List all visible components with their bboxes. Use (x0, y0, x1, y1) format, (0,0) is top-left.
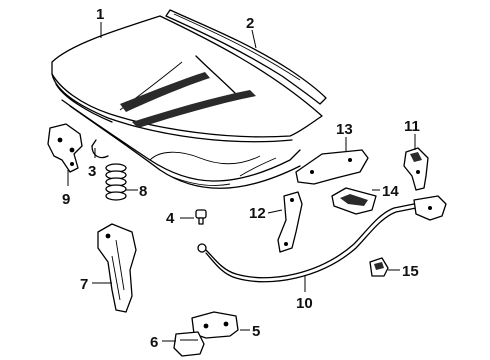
callout-10: 10 (296, 295, 313, 312)
bumper-spring-icon (105, 163, 127, 201)
callout-11: 11 (404, 118, 420, 135)
callout-6: 6 (150, 334, 158, 351)
callout-15: 15 (402, 263, 419, 280)
latch-striker-icon (173, 331, 205, 357)
callout-14: 14 (382, 183, 399, 200)
callout-7: 7 (80, 276, 88, 293)
hinge-right-icon (403, 147, 429, 191)
bolt-icon (195, 209, 207, 225)
leader-lines (67, 22, 416, 342)
radiator-support-bracket-icon (97, 223, 137, 313)
hinge-reinforcement-icon (295, 149, 369, 185)
hood-molding-strip-icon (165, 9, 327, 105)
callout-labels: 1 2 3 4 5 6 7 8 9 10 11 12 13 14 15 (62, 6, 420, 351)
callout-9: 9 (62, 191, 70, 208)
hinge-left-icon (47, 123, 83, 173)
insulator-pad-icon (331, 187, 377, 215)
callout-5: 5 (252, 323, 260, 340)
leader-12 (267, 209, 283, 214)
callout-4: 4 (166, 210, 175, 227)
callout-13: 13 (336, 121, 353, 138)
callout-3: 3 (88, 163, 96, 180)
leader-2 (251, 29, 257, 49)
cable-clip-icon (369, 257, 389, 277)
callout-8: 8 (139, 183, 147, 200)
release-cable-icon (197, 195, 447, 283)
callout-1: 1 (96, 6, 104, 23)
hinge-link-icon (277, 191, 303, 253)
hood-support-rod-icon (91, 139, 109, 159)
callout-12: 12 (249, 205, 266, 222)
callout-2: 2 (246, 15, 254, 32)
hood-panel-icon (51, 15, 323, 189)
